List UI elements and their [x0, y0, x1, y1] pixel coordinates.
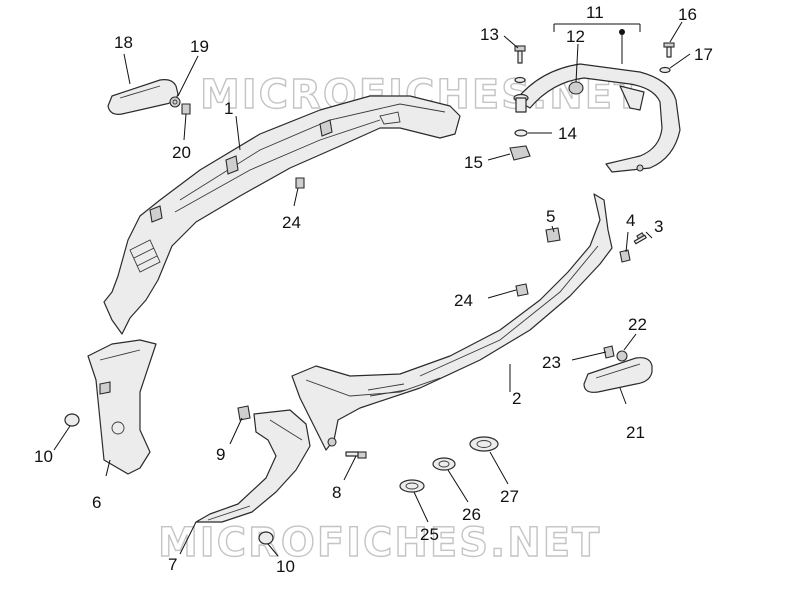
callout-12: 12 — [566, 27, 585, 46]
callout-6: 6 — [92, 493, 101, 512]
callout-21: 21 — [626, 423, 645, 442]
part-24-clip-upper — [295, 177, 305, 189]
part-26-grommet — [432, 457, 456, 471]
callout-7: 7 — [168, 555, 177, 574]
part-9-clip — [237, 405, 251, 421]
part-10-plug-bottom — [258, 531, 274, 545]
part-20-clip — [181, 103, 191, 115]
part-19-grommet — [169, 96, 181, 108]
part-12-rubber-buffer — [568, 81, 584, 95]
part-13-washer-stack — [513, 76, 529, 113]
callout-25: 25 — [420, 525, 439, 544]
callout-labels: 1 2 3 4 5 6 7 8 9 10 10 11 12 13 14 15 1… — [34, 3, 713, 576]
part-21-reflector — [583, 357, 653, 393]
callout-20: 20 — [172, 143, 191, 162]
callout-24-lower: 24 — [454, 291, 473, 310]
part-14-washer — [514, 129, 528, 137]
callout-26: 26 — [462, 505, 481, 524]
part-23-clip — [603, 345, 615, 359]
callout-8: 8 — [332, 483, 341, 502]
part-25-grommet — [399, 479, 425, 493]
callout-16: 16 — [678, 5, 697, 24]
part-13-screw — [514, 45, 526, 64]
callout-9: 9 — [216, 445, 225, 464]
part-22-grommet — [616, 350, 628, 362]
part-10-plug-left — [64, 413, 80, 427]
callout-13: 13 — [480, 25, 499, 44]
leader-lines — [53, 21, 691, 557]
callout-2: 2 — [512, 389, 521, 408]
callout-15: 15 — [464, 153, 483, 172]
part-17-washer — [659, 66, 671, 74]
part-11-grab-handle — [515, 63, 681, 173]
part-16-screw — [663, 42, 675, 58]
part-27-grommet — [469, 436, 499, 452]
callout-24-upper: 24 — [282, 213, 301, 232]
part-6-bracket — [87, 339, 157, 475]
part-2-lower-side-panel — [291, 193, 613, 451]
part-5-plug — [545, 227, 561, 243]
callout-18: 18 — [114, 33, 133, 52]
watermark-bottom: MICROFICHES.NET — [158, 520, 601, 566]
part-3-screw — [633, 232, 647, 245]
callout-11: 11 — [586, 3, 604, 22]
part-1-upper-cowl — [103, 95, 461, 335]
callout-4: 4 — [626, 211, 635, 230]
part-15-nut — [509, 145, 531, 161]
part-18-side-lens — [107, 79, 179, 115]
part-7-mudguard — [195, 409, 311, 523]
callout-23: 23 — [542, 353, 561, 372]
callout-5: 5 — [546, 207, 555, 226]
callout-3: 3 — [654, 217, 663, 236]
part-8-screw — [345, 451, 367, 459]
callout-17: 17 — [694, 45, 713, 64]
callout-10-left: 10 — [34, 447, 53, 466]
callout-27: 27 — [500, 487, 519, 506]
callout-1: 1 — [224, 99, 233, 118]
callout-10-bottom: 10 — [276, 557, 295, 576]
callout-19: 19 — [190, 37, 209, 56]
part-4-nut — [619, 249, 631, 263]
callout-22: 22 — [628, 315, 647, 334]
callout-14: 14 — [558, 124, 577, 143]
part-24-clip-lower — [515, 283, 529, 297]
